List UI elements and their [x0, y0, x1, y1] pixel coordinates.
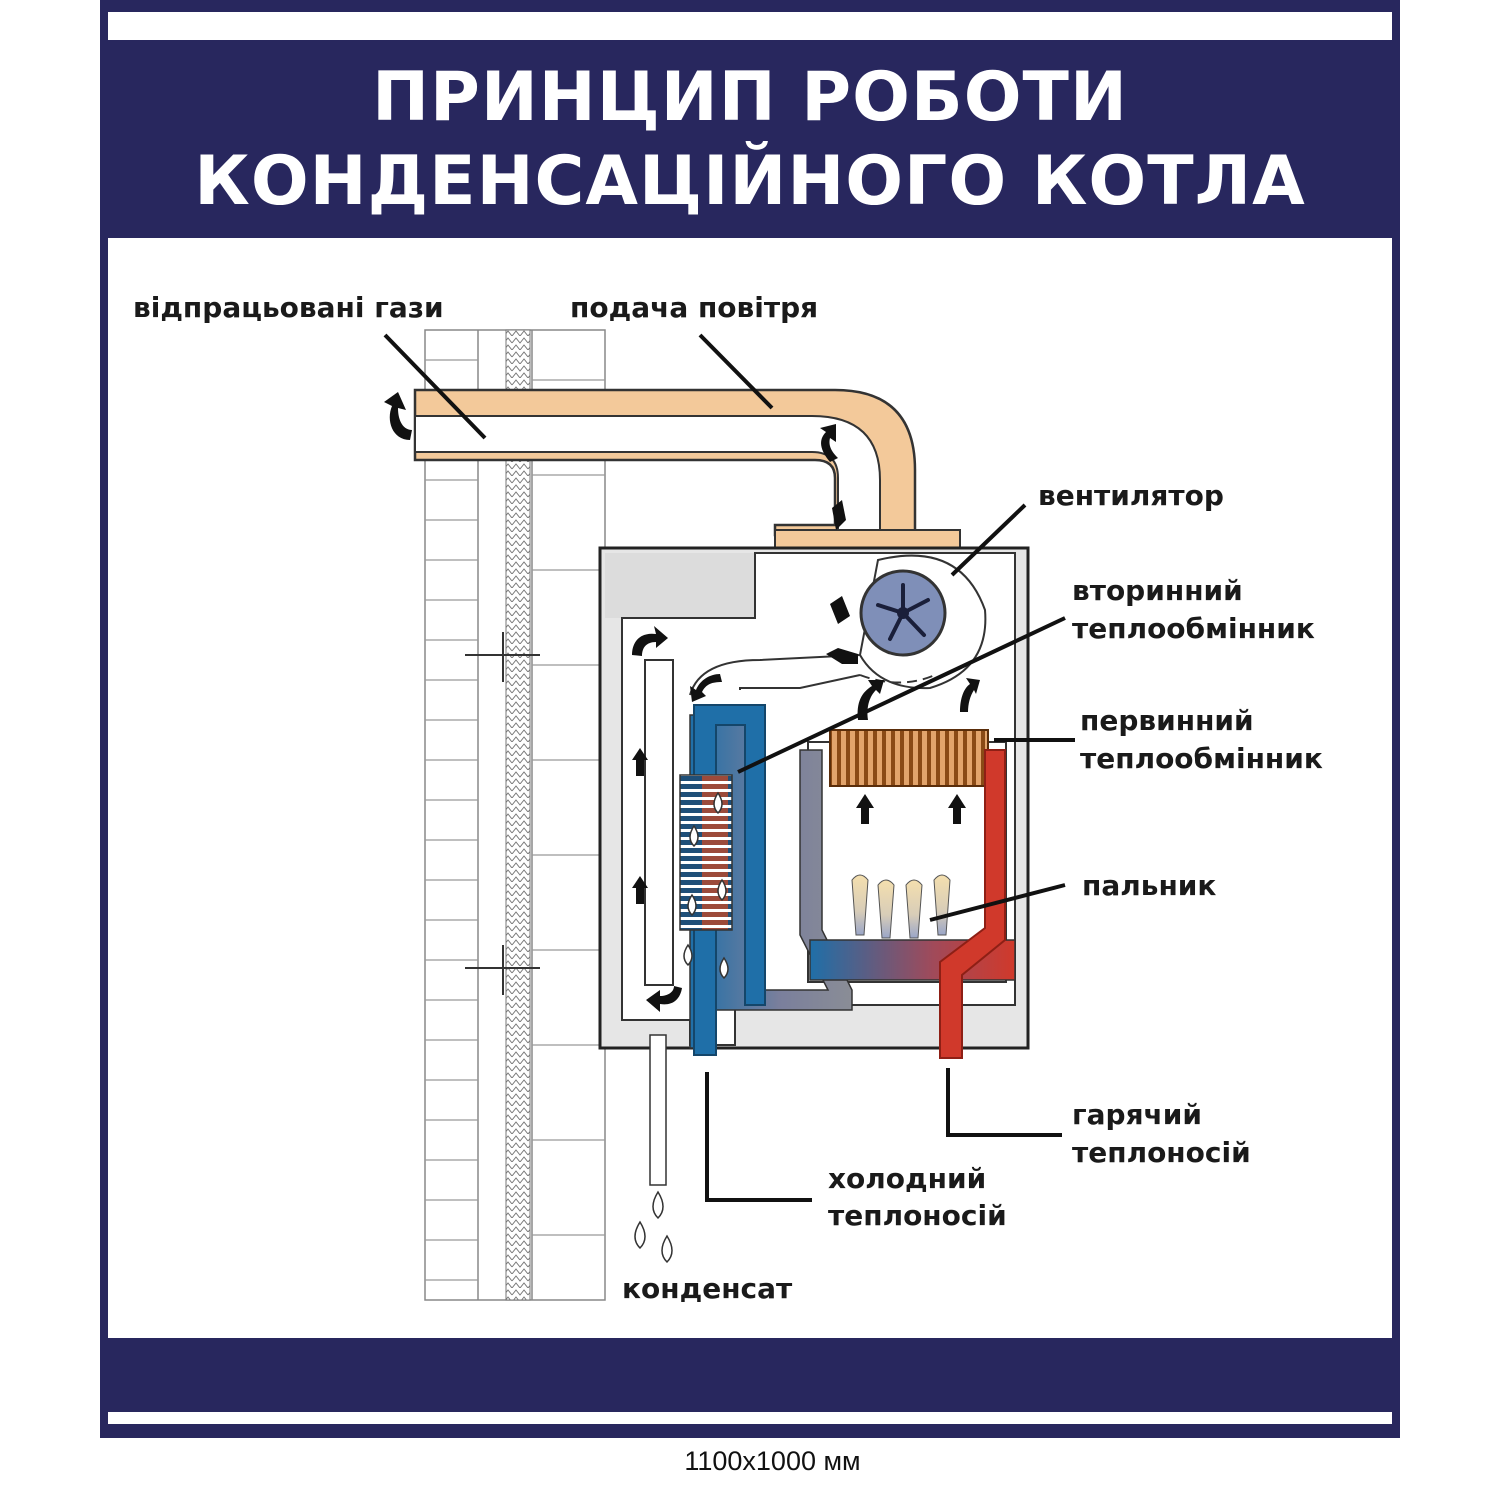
- label-cold-2: теплоносій: [828, 1199, 1007, 1232]
- label-secondary-hx-2: теплообмінник: [1072, 612, 1315, 645]
- label-condensate: конденсат: [622, 1272, 793, 1305]
- label-hot-1: гарячий: [1072, 1098, 1202, 1131]
- air-path: [689, 654, 936, 696]
- flue-arrow-up-1: [856, 794, 874, 824]
- size-caption: 1100x1000 мм: [684, 1446, 861, 1476]
- exhaust-arrow-out: [384, 392, 412, 440]
- title-line-2: КОНДЕНСАЦІЙНОГО КОТЛА: [194, 142, 1306, 221]
- label-exhaust: відпрацьовані гази: [133, 291, 444, 324]
- title-line-1: ПРИНЦИП РОБОТИ: [372, 58, 1128, 137]
- label-primary-hx-1: первинний: [1080, 704, 1254, 737]
- label-burner: пальник: [1082, 869, 1216, 902]
- exhaust-arrow-bottom: [646, 986, 682, 1012]
- leader-secondary: [737, 616, 1066, 774]
- exhaust-arrow-up-1: [632, 748, 648, 776]
- exhaust-arrow-up-2: [632, 876, 648, 904]
- label-primary-hx-2: теплообмінник: [1080, 742, 1323, 775]
- flow-arrows: [384, 392, 980, 1012]
- hot-pipe: [939, 749, 1006, 1059]
- air-arrow-down-2: [830, 596, 850, 624]
- air-arrow-duct: [820, 424, 838, 462]
- flue-arrow-curve-1: [857, 680, 884, 720]
- label-secondary-hx-1: вторинний: [1072, 574, 1243, 607]
- leader-hot: [946, 1068, 1062, 1137]
- flue-arrow-up-2: [948, 794, 966, 824]
- label-cold-1: холодний: [828, 1162, 986, 1195]
- flue-arrow-curve-2: [960, 678, 980, 712]
- label-fan: вентилятор: [1038, 479, 1224, 512]
- top-strip: [108, 12, 1392, 40]
- exhaust-arrow-fan: [826, 648, 858, 664]
- leader-exhaust: [383, 333, 487, 440]
- condensate-drain: [634, 1034, 673, 1264]
- air-arrow-down-1: [832, 500, 846, 530]
- condensate-drops-inner: [683, 791, 729, 980]
- leader-cold: [705, 1072, 812, 1202]
- primary-heat-exchanger: [829, 729, 989, 787]
- wall-insulation: [505, 329, 531, 1301]
- label-hot-2: теплоносій: [1072, 1136, 1251, 1169]
- leader-fan: [950, 503, 1027, 577]
- exhaust-arrow-sec: [690, 674, 722, 702]
- wall-anchors: [465, 632, 540, 995]
- exhaust-arrow-top: [632, 626, 668, 656]
- label-air-supply: подача повітря: [570, 291, 818, 324]
- bottom-strip: [108, 1412, 1392, 1424]
- burner-flames: [851, 874, 951, 939]
- leader-burner: [929, 883, 1066, 922]
- fan-unit: [858, 554, 987, 690]
- leader-air: [698, 333, 774, 410]
- leader-lines: [383, 333, 1075, 1202]
